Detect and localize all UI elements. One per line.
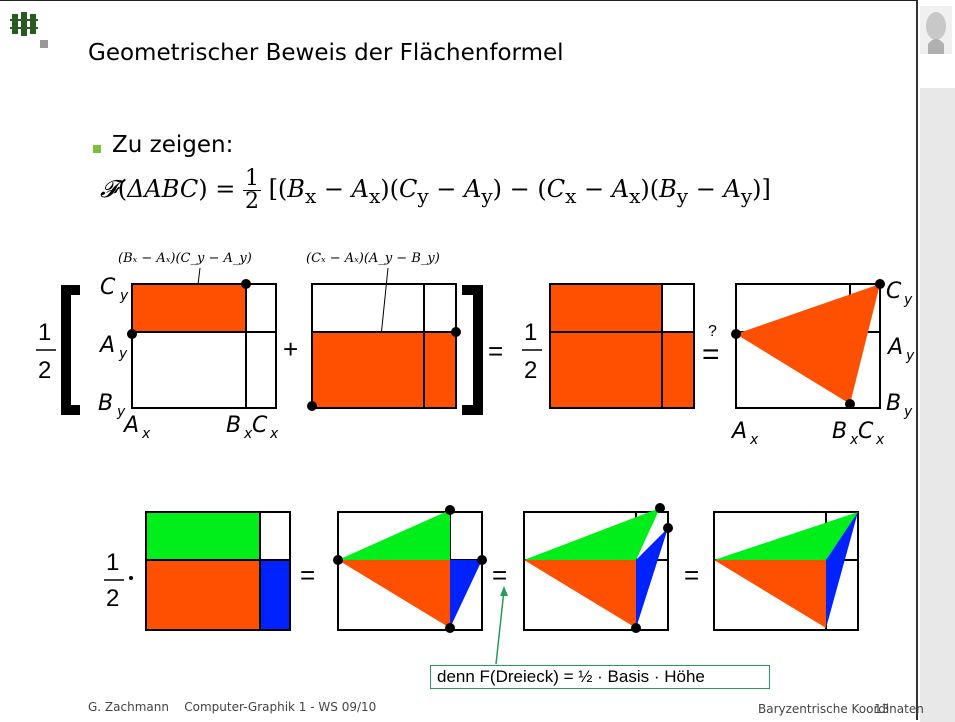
svg-text:B: B [886, 391, 901, 416]
svg-text:1: 1 [524, 319, 537, 346]
svg-text:C: C [858, 419, 874, 444]
portrait-icon [920, 6, 952, 54]
svg-text:2: 2 [106, 585, 119, 612]
rect2-fill [312, 332, 456, 408]
svg-text:x: x [243, 426, 253, 442]
question-mark: ? [708, 323, 717, 340]
svg-text:y: y [118, 346, 128, 362]
svg-text:B: B [832, 419, 847, 444]
svg-text:1: 1 [106, 549, 119, 576]
svg-text:y: y [905, 348, 915, 364]
bullet-marker [93, 145, 101, 153]
logo-square [40, 40, 48, 48]
right-strip [920, 88, 955, 722]
slide-frame [0, 0, 918, 720]
footer-author-course: G. Zachmann Computer-Graphik 1 - WS 09/1… [88, 700, 377, 714]
half-denominator: 2 [38, 357, 51, 384]
svg-text:A: A [122, 413, 139, 438]
triangle-area-note: denn F(Dreieck) = ½ · Basis · Höhe [430, 665, 770, 689]
rect2 [311, 283, 457, 409]
svg-text:=: = [492, 560, 507, 590]
footer-topic: Baryzentrische Koordinaten [758, 702, 924, 716]
rect1 [131, 283, 277, 409]
plus-sign: + [283, 334, 298, 364]
svg-text:A: A [730, 419, 747, 444]
bullet-text: Zu zeigen: [112, 132, 234, 158]
rect2-label: (Cₓ − Aₓ)(A_y − B_y) [306, 251, 440, 266]
rect1-fill [132, 284, 246, 332]
svg-text:y: y [116, 404, 126, 420]
svg-text:C: C [100, 275, 116, 300]
svg-text:=: = [684, 560, 699, 590]
svg-text:=: = [702, 338, 720, 371]
svg-text:=: = [300, 560, 315, 590]
right-bracket [462, 285, 483, 415]
svg-text:y: y [903, 404, 913, 420]
university-logo-icon [8, 10, 40, 40]
svg-text:A: A [886, 335, 903, 360]
svg-text:y: y [119, 288, 129, 304]
left-bracket [61, 285, 80, 415]
svg-text:x: x [269, 426, 279, 442]
svg-text:C: C [886, 279, 902, 304]
page-number: 13 [874, 702, 890, 716]
svg-text:A: A [98, 333, 115, 358]
svg-text:B: B [226, 413, 241, 438]
rect1-label: (Bₓ − Aₓ)(C_y − A_y) [118, 251, 252, 266]
svg-text:B: B [98, 391, 113, 416]
half-numerator: 1 [38, 319, 51, 346]
svg-text:x: x [749, 432, 759, 448]
svg-text:y: y [903, 292, 913, 308]
svg-text:x: x [141, 426, 151, 442]
slide-title: Geometrischer Beweis der Flächenformel [88, 40, 564, 66]
svg-text:2: 2 [524, 357, 537, 384]
svg-text:x: x [849, 432, 859, 448]
svg-text:=: = [488, 336, 503, 366]
triangle-abc [736, 284, 880, 404]
svg-text:C: C [252, 413, 268, 438]
svg-text:x: x [875, 432, 885, 448]
